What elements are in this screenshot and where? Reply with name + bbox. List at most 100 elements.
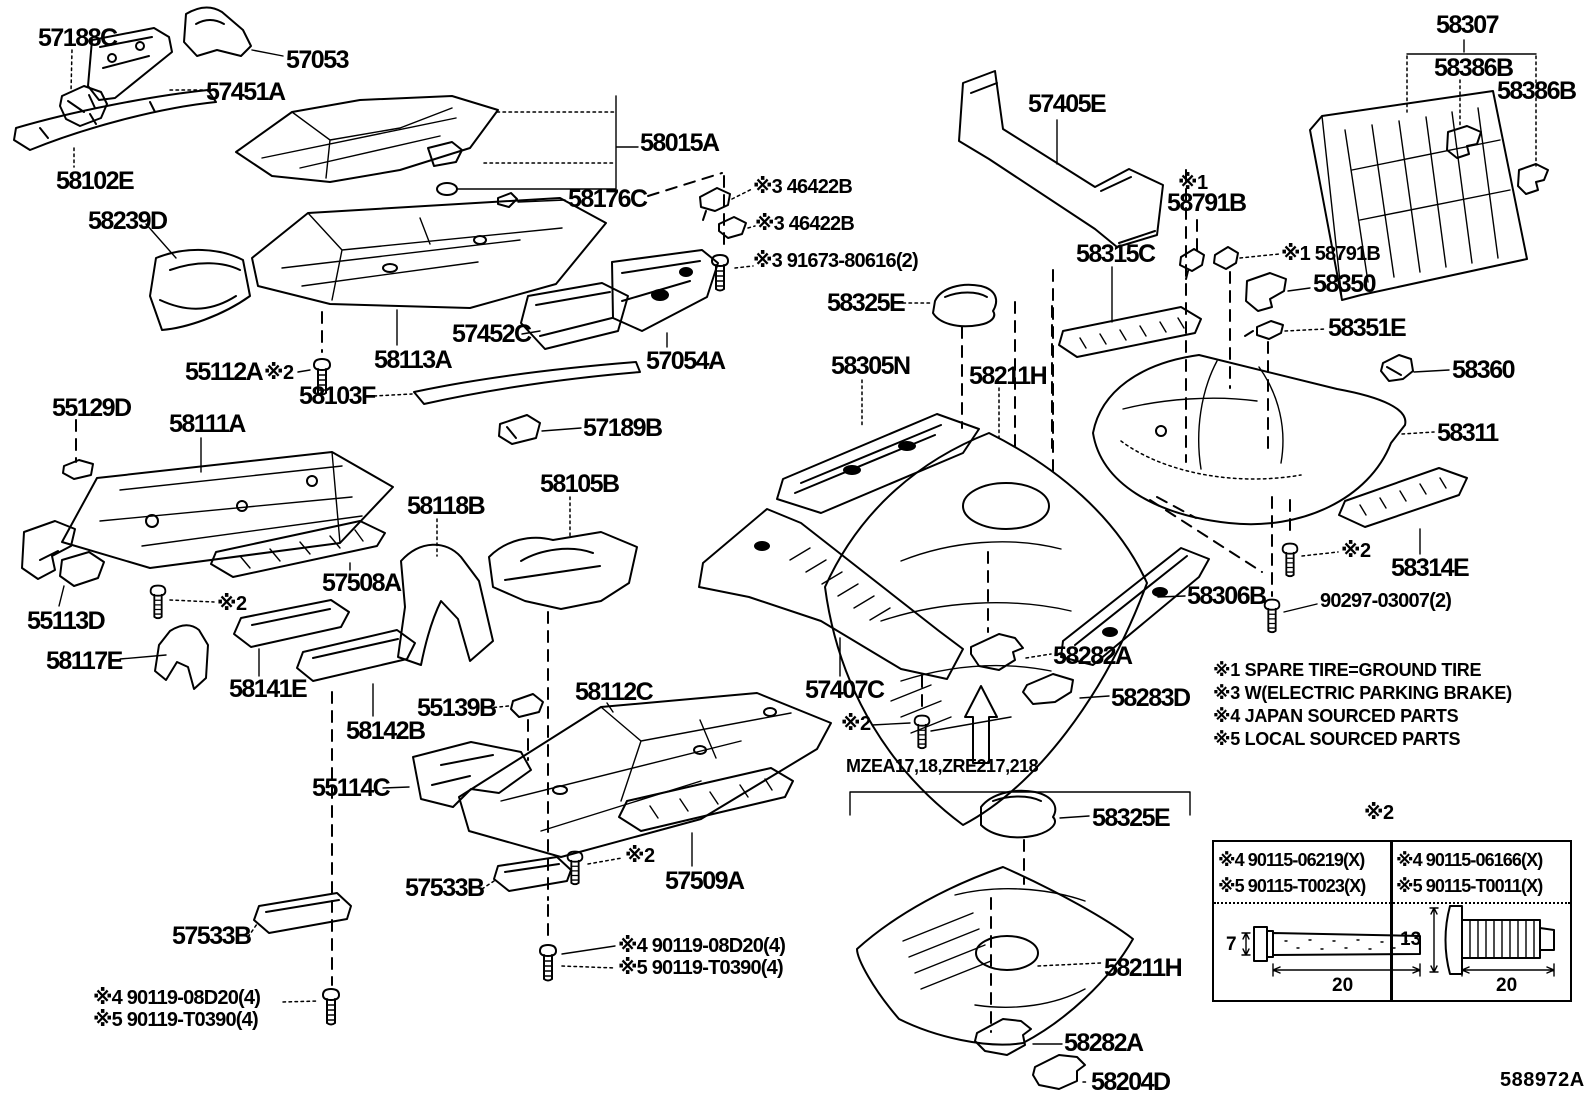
part-label-58307: 58307	[1436, 11, 1500, 39]
part-label-58282a-2: 58282A	[1064, 1029, 1144, 1057]
part-label-58351e: 58351E	[1328, 314, 1407, 342]
part-57533b-lower	[247, 892, 352, 938]
part-58350	[1245, 272, 1311, 312]
part-57053	[183, 6, 284, 57]
part-label-46422b-2: ※3 46422B	[755, 213, 855, 235]
part-58102e	[13, 89, 217, 168]
part-58112c-floor-panel	[458, 692, 832, 858]
part-55129d-clip	[62, 419, 94, 480]
part-label-90119-left-1: ※4 90119-08D20(4)	[93, 987, 261, 1009]
part-58113a-floor-panel	[251, 197, 607, 346]
part-label-x2-left: ※2	[217, 593, 247, 615]
part-58314e-sill	[1338, 467, 1468, 555]
part-label-58305n: 58305N	[831, 352, 911, 380]
part-label-90119-mid-2: ※5 90119-T0390(4)	[618, 957, 784, 979]
part-label-58325e-1: 58325E	[827, 289, 906, 317]
fastener-table-horizontal-divider	[1214, 902, 1570, 904]
part-label-57188c: 57188C	[38, 24, 118, 52]
part-label-58204d: 58204D	[1091, 1068, 1171, 1096]
part-58791b-clips	[1179, 219, 1280, 280]
table-bolt-large-drawing	[1429, 905, 1555, 977]
part-label-91673: ※3 91673-80616(2)	[753, 250, 919, 272]
part-label-58118b: 58118B	[407, 492, 486, 520]
part-58386b-clamps	[1446, 125, 1549, 195]
part-label-x2-center: ※2	[841, 713, 871, 735]
part-label-57053: 57053	[286, 46, 350, 74]
part-57452c-member	[520, 282, 629, 350]
part-label-55113d: 55113D	[27, 607, 106, 635]
part-58311-rear-pan	[1092, 354, 1435, 526]
fastener-table-vertical-divider	[1390, 842, 1393, 1000]
part-label-58386b-1: 58386B	[1434, 54, 1514, 82]
part-57054a-member	[611, 249, 719, 348]
part-58118b-arch	[397, 518, 494, 666]
part-label-x2-55112a: ※2	[264, 362, 294, 384]
part-label-58282a-1: 58282A	[1053, 642, 1133, 670]
fastener-left-line2: ※5 90115-T0023(X)	[1218, 876, 1366, 896]
part-label-58111a: 58111A	[169, 410, 246, 438]
part-57451a	[87, 27, 204, 101]
part-mid-90119-bolt	[539, 611, 616, 982]
part-label-58113a: 58113A	[374, 346, 453, 374]
part-label-57452c: 57452C	[452, 320, 532, 348]
part-57405e-member	[958, 70, 1164, 248]
dim-right-height: 13	[1400, 929, 1422, 950]
part-label-x2-right: ※2	[1341, 540, 1371, 562]
part-label-57509a: 57509A	[665, 867, 745, 895]
part-label-58176c: 58176C	[568, 185, 648, 213]
part-label-58103f: 58103F	[299, 382, 376, 410]
part-label-58360: 58360	[1452, 356, 1516, 384]
note-japan-sourced: ※4 JAPAN SOURCED PARTS	[1213, 706, 1459, 726]
part-label-57533b-2: 57533B	[172, 922, 252, 950]
part-center-x2-bolt	[871, 675, 931, 750]
part-label-55139b: 55139B	[417, 694, 497, 722]
part-label-58112c: 58112C	[575, 678, 654, 706]
part-label-90297: 90297-03007(2)	[1320, 590, 1452, 612]
part-left-x2-bolt	[149, 584, 215, 620]
part-mid-x2-bolt	[566, 850, 623, 886]
part-58282a-top	[970, 551, 1052, 671]
part-58282a-bottom	[974, 1018, 1063, 1056]
part-label-58141e: 58141E	[229, 675, 308, 703]
part-58315c	[1058, 266, 1202, 358]
part-55139b	[487, 693, 544, 761]
part-label-58102e: 58102E	[56, 167, 135, 195]
part-58105b-insulator	[488, 496, 638, 610]
part-label-58306b: 58306B	[1187, 582, 1267, 610]
part-58176c	[497, 192, 566, 208]
part-label-58311: 58311	[1437, 419, 1499, 447]
part-label-58105b: 58105B	[540, 470, 620, 498]
part-label-58791b-1: 58791B	[1167, 189, 1247, 217]
part-label-58015a: 58015A	[640, 129, 720, 157]
construction-dashes	[961, 169, 1269, 573]
part-58142b-strip	[296, 629, 416, 717]
part-58305n-member	[776, 379, 980, 514]
part-label-58117e: 58117E	[46, 647, 123, 675]
part-label-ref1-1: ※1	[1178, 172, 1208, 194]
part-57509a-sill	[618, 767, 794, 867]
part-58360	[1380, 354, 1450, 382]
part-58307-back-panel	[1309, 39, 1537, 301]
part-55114c	[382, 741, 532, 808]
part-58325e-top-cover	[896, 283, 998, 328]
fastener-left-line1: ※4 90115-06219(X)	[1218, 850, 1365, 870]
part-57508a-sill	[210, 520, 386, 578]
part-58204d	[1032, 1054, 1090, 1090]
part-label-57451a: 57451A	[206, 78, 286, 106]
part-label-58211h-2: 58211H	[1104, 954, 1183, 982]
part-label-57189b: 57189B	[583, 414, 663, 442]
part-58211h-bottom-pan	[856, 866, 1134, 1046]
part-58351e	[1244, 320, 1326, 340]
part-label-90119-left-2: ※5 90119-T0390(4)	[93, 1009, 259, 1031]
note-local-sourced: ※5 LOCAL SOURCED PARTS	[1213, 729, 1461, 749]
part-label-55114c: 55114C	[312, 774, 391, 802]
part-label-58350: 58350	[1313, 270, 1377, 298]
part-55112a-bolt	[297, 311, 331, 396]
part-58117e	[119, 624, 209, 690]
part-57189b	[498, 414, 582, 445]
part-label-58386b-2: 58386B	[1497, 77, 1577, 105]
part-label-58142b: 58142B	[346, 717, 426, 745]
part-label-57508a: 57508A	[322, 569, 402, 597]
